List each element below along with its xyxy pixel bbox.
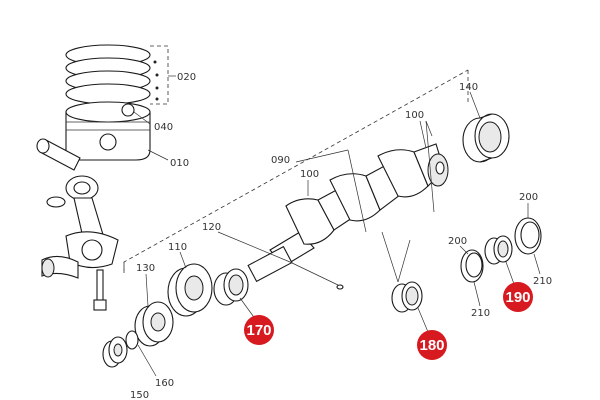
label-020: 020 [177,72,196,83]
label-090: 090 [271,155,290,166]
callout-180-text: 180 [419,337,444,354]
label-100-left: 100 [300,169,319,180]
label-200-right: 200 [519,192,538,203]
label-210-right: 210 [533,276,552,287]
callout-190-text: 190 [505,289,530,306]
callout-190[interactable]: 190 [503,282,533,312]
o-ring-160 [125,330,139,350]
label-200-left: 200 [448,236,467,247]
callout-180[interactable]: 180 [417,330,447,360]
label-160: 160 [155,378,174,389]
label-120: 120 [202,222,221,233]
main-bearing-140 [462,113,510,163]
piston-pin-clip [121,103,151,125]
thrust-washer-200-right [514,217,542,255]
collar-150 [102,336,128,368]
piston [65,101,151,161]
piston-rings-dots [150,45,176,105]
connecting-rod [46,175,119,269]
callout-170-text: 170 [246,322,271,339]
label-130: 130 [136,263,155,274]
crankshaft-frame [123,69,469,275]
rod-bolt [93,269,107,311]
callout-170[interactable]: 170 [244,315,274,345]
crankshaft [247,143,449,283]
gear-110 [167,263,213,317]
thrust-washer-200-left [460,249,484,283]
label-100-right: 100 [405,110,424,121]
piston-pin [36,138,81,171]
label-210-left: 210 [471,308,490,319]
bearing-190 [484,235,513,265]
label-040: 040 [154,122,173,133]
gear-130 [134,301,174,347]
label-140: 140 [459,82,478,93]
label-150: 150 [130,390,149,400]
rod-bearing-shell [41,255,79,279]
label-010: 010 [170,158,189,169]
bushing-170 [213,268,249,306]
label-110: 110 [168,242,187,253]
bearing-180 [391,281,423,313]
piston-rings [65,44,151,105]
